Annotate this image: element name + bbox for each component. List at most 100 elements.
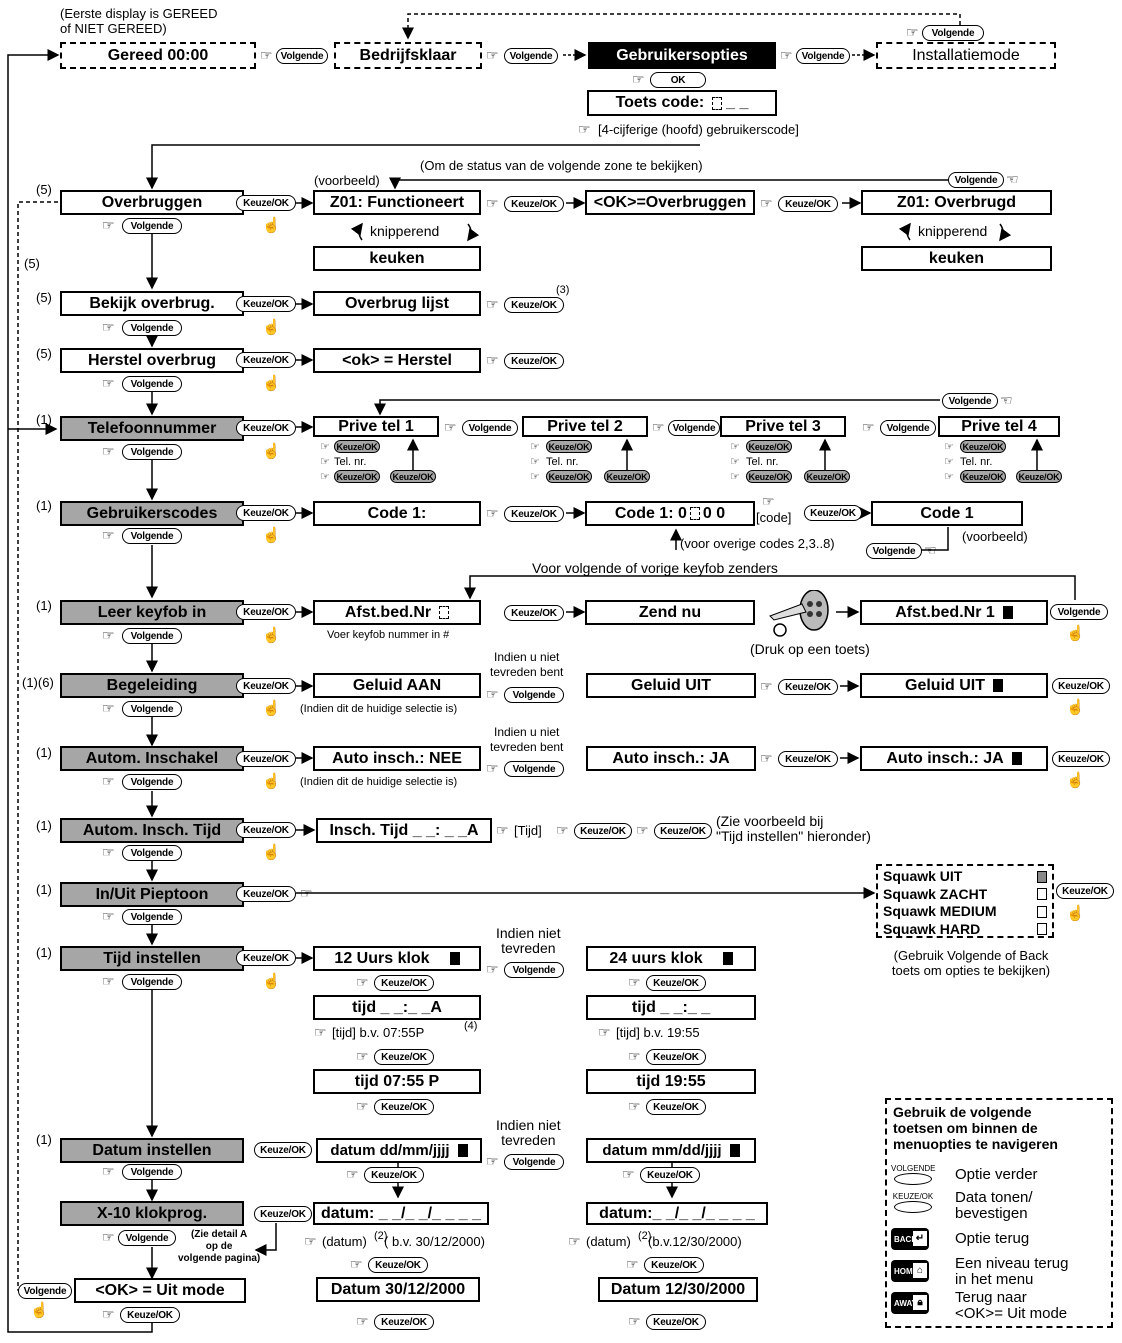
menu-in-uit-pieptoon[interactable]: In/Uit Pieptoon [60,882,244,907]
volgende-key[interactable]: Volgende [122,218,182,234]
keuze-ok-key[interactable]: Keuze/OK [640,1167,700,1183]
keuze-ok-key[interactable]: Keuze/OK [644,1257,704,1273]
keuze-ok-key[interactable]: Keuze/OK [236,950,296,966]
keuze-ok-key[interactable]: Keuze/OK [236,886,296,902]
keuze-ok-key[interactable]: Keuze/OK [546,440,592,453]
keuze-ok-key[interactable]: Keuze/OK [646,1099,706,1115]
keuze-ok-key[interactable]: Keuze/OK [504,196,564,212]
volgende-key[interactable]: Volgende [122,444,182,460]
keuze-ok-key[interactable]: Keuze/OK [236,751,296,767]
keuze-ok-key[interactable]: Keuze/OK [120,1307,180,1323]
ok-key[interactable]: OK [650,72,706,88]
keuze-ok-key[interactable]: Keuze/OK [654,823,712,839]
keuze-ok-key[interactable]: Keuze/OK [960,440,1006,453]
volgende-key[interactable]: Volgende [122,320,182,336]
volgende-key[interactable]: Volgende [122,1164,182,1180]
menu-telefoonnummer[interactable]: Telefoonnummer [60,416,244,441]
volgende-key[interactable]: Volgende [942,393,998,409]
keuze-ok-key[interactable]: Keuze/OK [504,353,564,369]
keuze-ok-key[interactable]: Keuze/OK [374,975,434,991]
volgende-key[interactable]: Volgende [504,1154,564,1170]
volgende-key[interactable]: Volgende [118,1230,176,1246]
keuze-ok-key[interactable]: Keuze/OK [364,1167,424,1183]
keuze-ok-key[interactable]: Keuze/OK [374,1049,434,1065]
keuze-ok-key[interactable]: Keuze/OK [778,751,838,767]
keuze-ok-key[interactable]: Keuze/OK [960,470,1006,483]
keuze-ok-key[interactable]: Keuze/OK [236,352,296,368]
volgende-key[interactable]: Volgende [122,376,182,392]
volgende-key[interactable]: Volgende [122,909,182,925]
menu-datum-instellen[interactable]: Datum instellen [60,1138,244,1163]
keuze-ok-key[interactable]: Keuze/OK [646,1049,706,1065]
menu-uit-mode[interactable]: <OK> = Uit mode [74,1278,246,1303]
menu-autom-inschakel[interactable]: Autom. Inschakel [60,746,244,771]
volgende-key[interactable]: Volgende [122,845,182,861]
keuze-ok-key[interactable]: Keuze/OK [804,470,850,483]
keuze-ok-key[interactable]: Keuze/OK [236,420,296,436]
keuze-ok-key[interactable]: Keuze/OK [1052,678,1110,694]
keuze-ok-key[interactable]: Keuze/OK [334,470,380,483]
keuze-ok-key[interactable]: Keuze/OK [236,195,296,211]
menu-tijd-instellen[interactable]: Tijd instellen [60,946,244,971]
volgende-key[interactable]: Volgende [122,774,182,790]
menu-gebruikerscodes[interactable]: Gebruikerscodes [60,501,244,526]
volgende-key[interactable]: Volgende [18,1283,72,1299]
keuze-ok-key[interactable]: Keuze/OK [236,678,296,694]
keuze-ok-key[interactable]: Keuze/OK [374,1314,434,1330]
volgende-key[interactable]: Volgende [276,48,328,64]
menu-autom-insch-tijd[interactable]: Autom. Insch. Tijd [60,818,244,843]
menu-bekijk-overbrug[interactable]: Bekijk overbrug. [60,291,244,316]
menu-begeleiding[interactable]: Begeleiding [60,673,244,698]
keuze-ok-key[interactable]: Keuze/OK [646,975,706,991]
volgende-key[interactable]: Volgende [668,420,720,436]
squawk-option[interactable]: Squawk MEDIUM [883,903,1047,921]
keuze-ok-key[interactable]: Keuze/OK [1016,470,1062,483]
keuze-ok-key[interactable]: Keuze/OK [374,1099,434,1115]
keuze-ok-key[interactable]: Keuze/OK [778,196,838,212]
squawk-option[interactable]: Squawk HARD [883,921,1047,939]
keuze-ok-key[interactable]: Keuze/OK [236,505,296,521]
keuze-ok-key[interactable]: Keuze/OK [236,296,296,312]
volgende-key[interactable]: Volgende [122,974,182,990]
keuze-ok-key[interactable]: Keuze/OK [746,440,792,453]
keuze-ok-key[interactable]: Keuze/OK [604,470,650,483]
volgende-key[interactable]: Volgende [504,962,564,978]
squawk-option[interactable]: Squawk ZACHT [883,886,1047,904]
squawk-option[interactable]: Squawk UIT [883,868,1047,886]
keuze-ok-key[interactable]: Keuze/OK [390,470,436,483]
keuze-ok-key[interactable]: Keuze/OK [334,440,380,453]
keuze-ok-key[interactable]: Keuze/OK [504,297,564,313]
menu-x10-klokprog[interactable]: X-10 klokprog. [60,1201,244,1226]
volgende-key[interactable]: Volgende [504,687,564,703]
menu-leer-keyfob[interactable]: Leer keyfob in [60,600,244,625]
volgende-key[interactable]: Volgende [880,420,936,436]
volgende-key[interactable]: Volgende [1050,604,1108,620]
menu-overbruggen[interactable]: Overbruggen [60,190,244,215]
keuze-ok-key[interactable]: Keuze/OK [254,1142,312,1158]
keuze-ok-key[interactable]: Keuze/OK [804,505,862,521]
keuze-ok-key[interactable]: Keuze/OK [574,823,632,839]
keuze-ok-key[interactable]: Keuze/OK [546,470,592,483]
volgende-key[interactable]: Volgende [504,48,558,64]
keuze-ok-key[interactable]: Keuze/OK [778,679,838,695]
keuze-ok-key[interactable]: Keuze/OK [646,1314,706,1330]
keuze-ok-key[interactable]: Keuze/OK [504,605,564,621]
volgende-key[interactable]: Volgende [122,701,182,717]
volgende-key[interactable]: Volgende [122,628,182,644]
volgende-key[interactable]: Volgende [504,761,564,777]
volgende-key[interactable]: Volgende [796,48,850,64]
menu-herstel-overbrug[interactable]: Herstel overbrug [60,348,244,373]
volgende-key[interactable]: Volgende [462,420,518,436]
keuze-ok-key[interactable]: Keuze/OK [368,1257,428,1273]
keuze-ok-key[interactable]: Keuze/OK [236,822,296,838]
keuze-ok-key[interactable]: Keuze/OK [236,604,296,620]
volgende-key[interactable]: Volgende [948,172,1004,188]
keuze-ok-key[interactable]: Keuze/OK [746,470,792,483]
keuze-ok-key[interactable]: Keuze/OK [1056,883,1114,899]
volgende-key[interactable]: Volgende [122,528,182,544]
volgende-key[interactable]: Volgende [922,25,984,41]
keuze-ok-key[interactable]: Keuze/OK [254,1206,312,1222]
keuze-ok-key[interactable]: Keuze/OK [1052,751,1110,767]
volgende-key[interactable]: Volgende [866,543,922,559]
keuze-ok-key[interactable]: Keuze/OK [504,506,564,522]
